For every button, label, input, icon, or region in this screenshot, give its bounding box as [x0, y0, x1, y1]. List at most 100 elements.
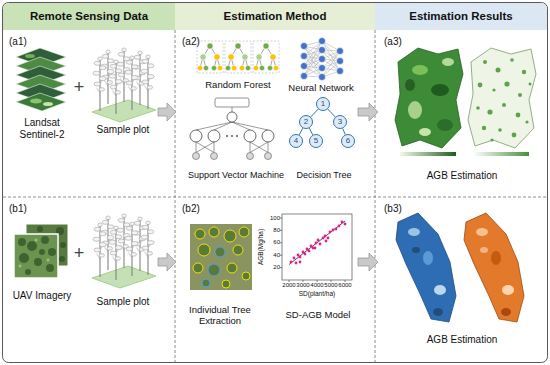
crown-image — [190, 224, 252, 290]
method-caption: Random Forest — [196, 80, 280, 91]
sample-plot — [109, 226, 122, 280]
svm-icon — [215, 98, 249, 107]
crown-image — [209, 227, 219, 237]
panel-label: (a1) — [9, 36, 39, 48]
neural-network-icon — [301, 38, 344, 81]
uav-image — [37, 226, 43, 232]
random-forest-icon — [197, 41, 279, 73]
neural-network-icon — [301, 38, 344, 81]
uav-image — [46, 264, 54, 272]
connector — [158, 253, 176, 271]
sample-plot — [141, 221, 154, 275]
scatter-plot — [317, 239, 320, 242]
divider-line — [3, 30, 547, 362]
agb-map — [433, 308, 443, 316]
crown-image — [202, 247, 225, 287]
neural-network-icon — [301, 63, 308, 70]
agb-map — [482, 126, 486, 130]
sample-plot — [92, 214, 156, 288]
scatter-plot — [280, 218, 345, 282]
agb-map — [498, 128, 502, 132]
random-forest-icon — [263, 43, 269, 49]
panel-label: (a3) — [384, 36, 414, 48]
uav-image — [19, 253, 29, 263]
crown-image — [202, 279, 210, 287]
neural-network-icon — [337, 48, 344, 55]
uav-image — [25, 269, 31, 275]
random-forest-icon — [273, 65, 278, 70]
tick-label: 2000 — [281, 282, 297, 289]
panel-label: (b1) — [9, 203, 39, 215]
scatter-plot — [304, 253, 307, 256]
tick-label: 3000 — [295, 282, 311, 289]
agb-map — [442, 58, 454, 66]
scatter-plot — [295, 262, 298, 265]
agb-map — [476, 106, 480, 110]
tick-label: 40 — [264, 252, 280, 259]
result-caption: AGB Estimation — [400, 170, 524, 182]
satellite-layers — [43, 102, 53, 106]
panel-label: (a2) — [182, 36, 212, 48]
random-forest-icon — [267, 65, 272, 70]
agb-map — [396, 213, 456, 322]
random-forest-icon — [225, 41, 251, 73]
scatter-plot — [289, 221, 345, 265]
uav-image — [19, 265, 22, 268]
crown-image — [190, 224, 252, 290]
scatter-plot — [329, 231, 332, 234]
crown-image — [239, 227, 249, 237]
neural-network-icon — [301, 53, 308, 60]
agb-map — [504, 81, 509, 86]
axis-title: SD(plant/ha) — [287, 290, 347, 298]
neural-network-icon — [319, 47, 326, 54]
tree-node: 6 — [341, 134, 355, 148]
connector — [158, 253, 176, 271]
crown-image — [215, 247, 225, 257]
column-header: Estimation Method — [175, 3, 375, 30]
plus-sign: + — [72, 244, 86, 262]
satellite-layers — [30, 99, 42, 104]
agb-map — [405, 79, 415, 91]
node-number: 1 — [317, 98, 329, 110]
svm-icon — [190, 130, 202, 142]
agb-map — [502, 103, 506, 107]
crown-image — [198, 244, 210, 256]
agb-map — [473, 152, 529, 156]
crown-image — [233, 245, 243, 255]
scatter-plot — [332, 229, 335, 232]
scatter-plot — [325, 240, 328, 243]
random-forest-icon — [228, 54, 234, 60]
agb-map — [525, 120, 528, 123]
random-forest-icon — [197, 43, 278, 71]
random-forest-icon — [211, 65, 216, 70]
svm-icon — [262, 130, 274, 142]
sample-plot — [92, 48, 156, 122]
scatter-plot — [319, 243, 322, 246]
tick-label: 80 — [264, 227, 280, 234]
agb-map — [490, 138, 493, 141]
connector — [311, 109, 318, 117]
agb-map — [412, 65, 428, 75]
agb-map — [434, 285, 446, 295]
connector — [299, 128, 302, 135]
tick-label: 4000 — [309, 282, 325, 289]
svm-icon — [190, 98, 274, 160]
scatter-plot — [302, 251, 305, 254]
random-forest-icon — [207, 43, 213, 49]
svm-icon — [236, 135, 238, 137]
svm-icon — [226, 135, 228, 137]
scatter-plot — [341, 221, 344, 224]
panel-label: (b2) — [182, 203, 212, 215]
neural-network-icon — [337, 68, 344, 75]
scatter-plot — [335, 228, 338, 231]
random-forest-icon — [197, 41, 279, 73]
random-forest-icon — [203, 65, 208, 70]
crown-image — [224, 230, 236, 242]
connector — [158, 103, 176, 121]
crown-image — [208, 264, 220, 276]
sample-plot — [92, 266, 156, 288]
method-caption: Decision Tree — [292, 170, 356, 180]
agb-map — [492, 88, 495, 91]
agb-map — [522, 70, 526, 74]
agb-map — [501, 308, 511, 316]
